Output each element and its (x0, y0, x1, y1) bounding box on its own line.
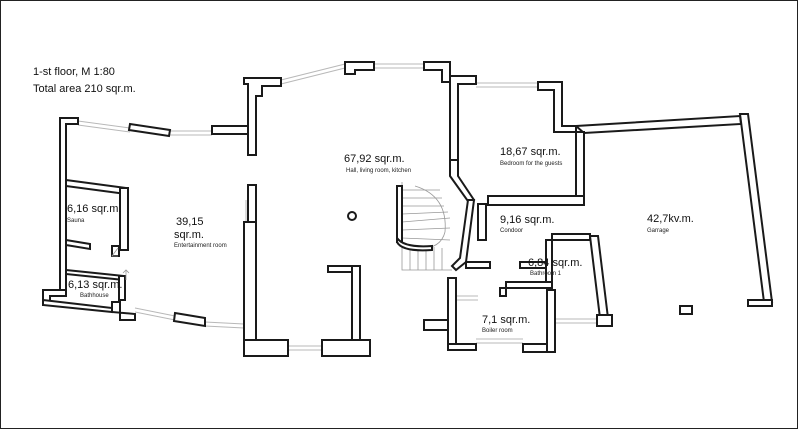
room-name: Bathhouse (80, 293, 109, 299)
room-area: 42,7kv.m. (647, 213, 694, 225)
room-name: Boiler room (482, 328, 513, 334)
room-area: 6,16 sqr.m. (67, 203, 121, 215)
door-arrow-icon (111, 247, 119, 257)
door-arrow-icon (122, 269, 130, 280)
column-marker (347, 211, 357, 221)
room-garage: 42,7kv.m. Garrage (647, 213, 694, 234)
room-bedroom: 18,67 sqr.m. Bedroom for the guests (500, 146, 562, 167)
room-area: 18,67 sqr.m. (500, 146, 561, 158)
room-name: Bathroom 1 (530, 271, 562, 277)
room-area: 9,16 sqr.m. (500, 214, 554, 226)
room-area-unit: sqr.m. (174, 229, 204, 241)
total-area-label: Total area 210 sqr.m. (33, 83, 136, 95)
room-name: Sauna (67, 218, 85, 224)
room-sauna: 6,16 sqr.m. Sauna (67, 203, 121, 224)
room-name: Condoor (500, 228, 523, 234)
room-bathhouse: 6,13 sqr.m. Bathhouse (68, 279, 122, 299)
room-area: 6,13 sqr.m. (68, 279, 122, 291)
room-area: 39,15 (176, 216, 204, 228)
room-entertainment: 39,15 sqr.m. Entertainment room (174, 216, 227, 249)
windows (77, 63, 597, 351)
room-name: Bedroom for the guests (500, 161, 562, 167)
room-condoor: 9,16 sqr.m. Condoor (500, 214, 554, 234)
room-name: Hall, living room, kitchen (346, 168, 411, 174)
room-name: Garrage (647, 228, 670, 234)
staircase (396, 182, 452, 271)
room-area: 67,92 sqr.m. (344, 153, 405, 165)
walls (42, 61, 774, 357)
room-boiler: 7,1 sqr.m. Boiler room (482, 314, 530, 334)
room-hall: 67,92 sqr.m. Hall, living room, kitchen (344, 153, 411, 174)
room-name: Entertainment room (174, 243, 227, 249)
floor-scale-label: 1-st floor, M 1:80 (33, 66, 115, 78)
room-bathroom: 6,84 sqr.m. Bathroom 1 (528, 257, 582, 277)
room-area: 6,84 sqr.m. (528, 257, 582, 269)
room-area: 7,1 sqr.m. (482, 314, 530, 326)
